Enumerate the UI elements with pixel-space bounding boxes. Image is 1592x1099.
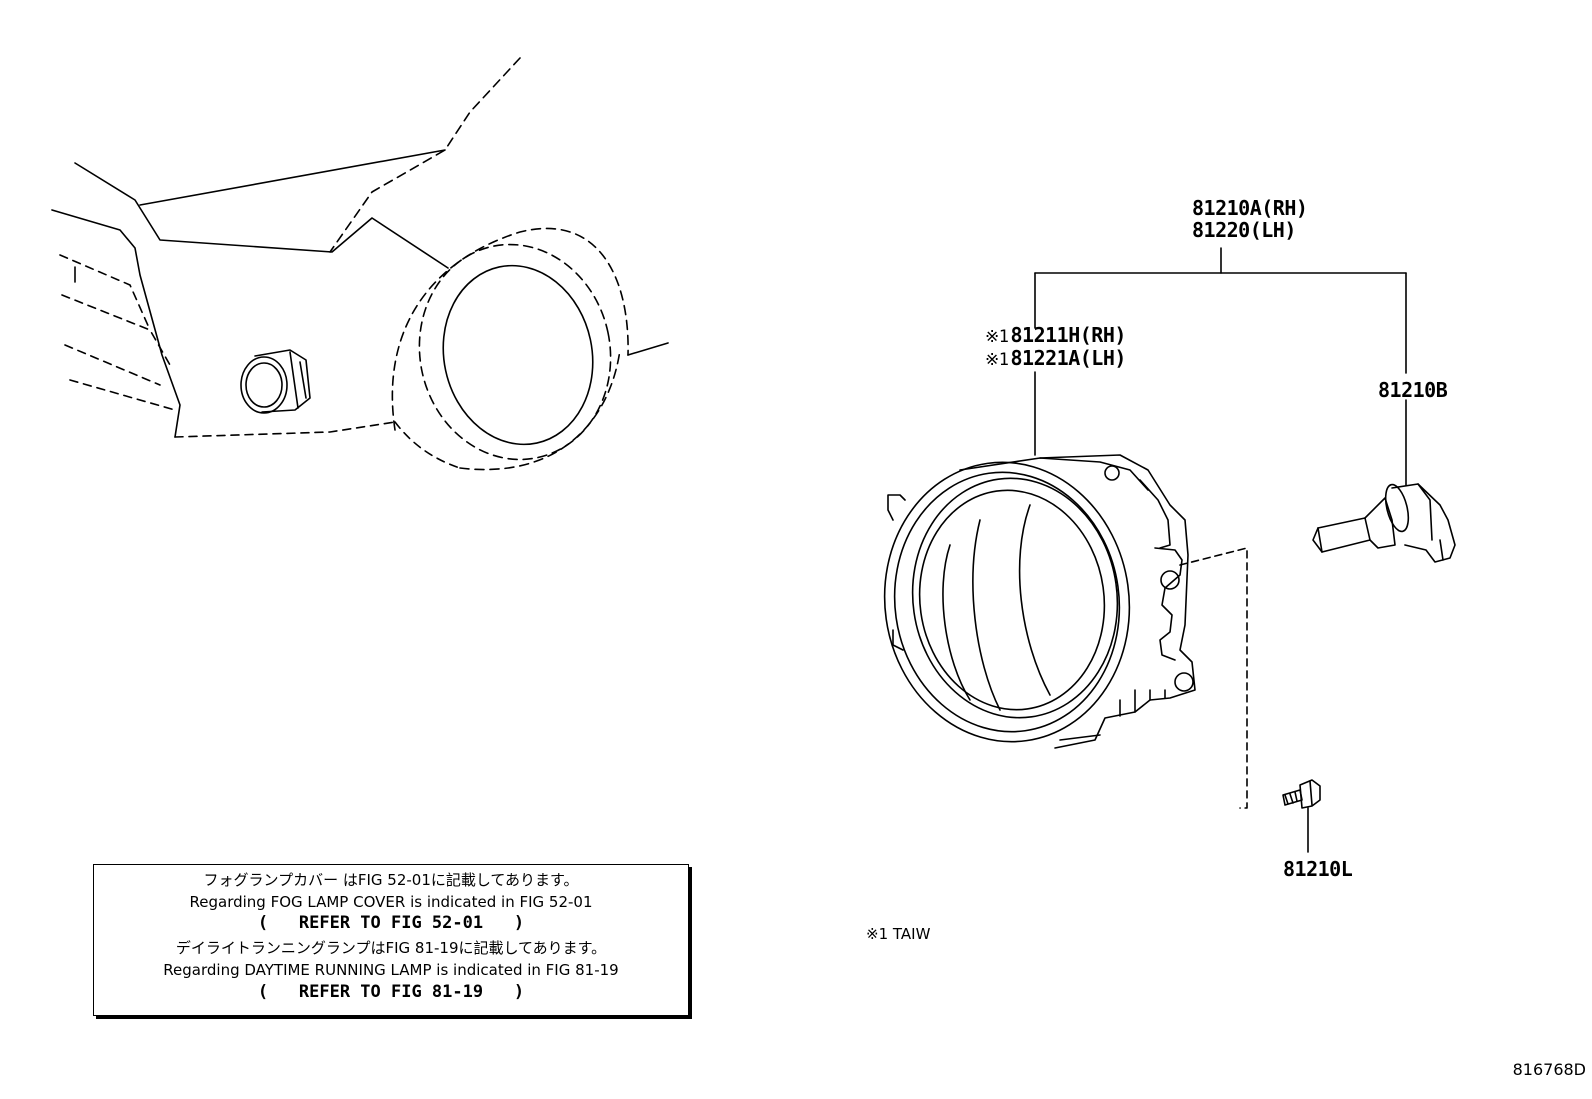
note-drl-jp: デイライトランニングランプはFIG 81-19に記載してあります。: [175, 939, 607, 957]
callout-unit-rh-number: 81211H(RH): [1010, 323, 1126, 347]
note-drl-ref[interactable]: ( REFER TO FIG 81-19 ): [94, 982, 688, 1002]
callout-assy-rh: 81210A(RH): [1192, 196, 1308, 220]
fog-lamp-location-icon: [240, 349, 311, 414]
callout-assy-lh: 81220(LH): [1192, 218, 1296, 242]
note-fog-cover-en: Regarding FOG LAMP COVER is indicated in…: [189, 893, 593, 911]
paren-close: ): [513, 913, 525, 933]
footnote-taiw: ※1 TAIW: [866, 925, 931, 943]
bulb-drawing: [1312, 483, 1456, 563]
callout-screw: 81210L: [1283, 857, 1353, 881]
note-fog-cover-ref[interactable]: ( REFER TO FIG 52-01 ): [94, 913, 688, 933]
vehicle-front-sketch: [51, 57, 669, 471]
callout-leaders: [1034, 247, 1407, 853]
callout-unit-lh-number: 81221A(LH): [1010, 346, 1126, 370]
reference-note-box: フォグランプカバー はFIG 52-01に記載してあります。 Regarding…: [93, 864, 689, 1016]
callout-bulb: 81210B: [1378, 378, 1448, 402]
fog-lamp-unit-drawing: [883, 454, 1196, 749]
fig-link-81-19[interactable]: REFER TO FIG 81-19: [298, 982, 484, 1002]
note-drl-en: Regarding DAYTIME RUNNING LAMP is indica…: [163, 961, 619, 979]
paren-open: (: [257, 913, 269, 933]
screw-drawing: [1282, 779, 1321, 809]
fig-link-52-01[interactable]: REFER TO FIG 52-01: [298, 913, 484, 933]
paren-close: ): [513, 982, 525, 1002]
taiw-mark: ※1: [985, 327, 1009, 347]
note-fog-cover-jp: フォグランプカバー はFIG 52-01に記載してあります。: [203, 871, 579, 889]
paren-open: (: [257, 982, 269, 1002]
taiw-mark: ※1: [985, 350, 1009, 370]
figure-id: 816768D: [1512, 1060, 1586, 1079]
